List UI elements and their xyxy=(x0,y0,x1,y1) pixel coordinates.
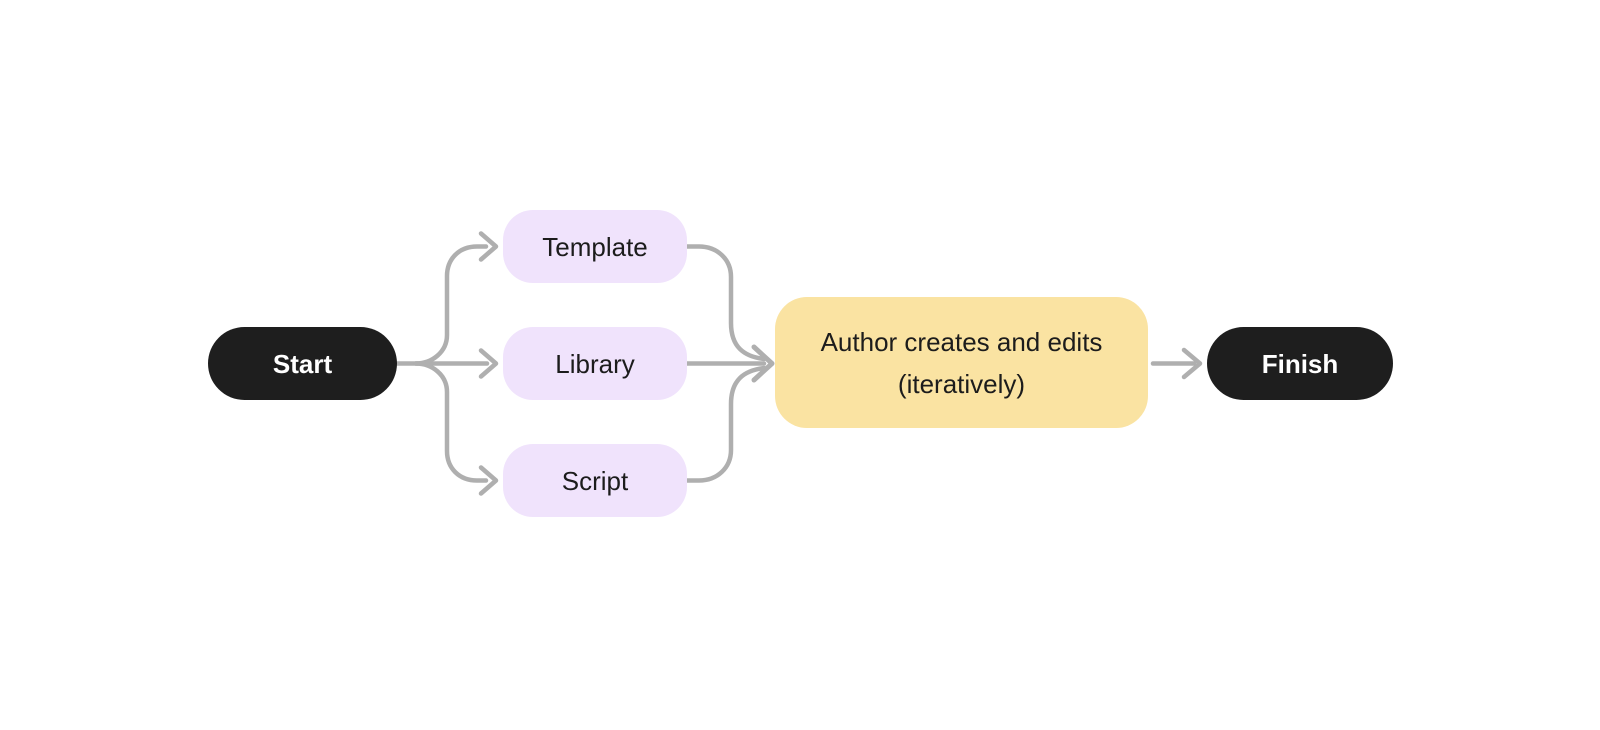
arrowhead-into-library xyxy=(478,348,499,379)
flow-node-start: Start xyxy=(208,327,397,400)
flow-node-finish: Finish xyxy=(1207,327,1393,400)
flow-node-script-label: Script xyxy=(561,465,629,496)
connector-start-to-script xyxy=(413,361,489,483)
connector-start-to-template xyxy=(413,244,489,366)
arrowhead-into-finish xyxy=(1181,347,1203,380)
flow-node-template-label: Template xyxy=(542,231,648,262)
flow-node-finish-label: Finish xyxy=(1261,348,1339,379)
flow-node-author-process-label: Author creates and edits (iteratively) xyxy=(820,326,1103,399)
flow-node-script: Script xyxy=(503,444,687,517)
flow-node-library-label: Library xyxy=(555,348,635,379)
arrowhead-into-script xyxy=(478,465,499,496)
arrowhead-into-template xyxy=(478,231,499,262)
flow-node-template: Template xyxy=(503,210,687,283)
connector-template-to-author xyxy=(684,244,767,362)
flow-node-start-label: Start xyxy=(272,348,333,379)
flow-node-author-process: Author creates and edits (iteratively) xyxy=(775,297,1148,428)
arrowhead-into-author xyxy=(751,344,775,383)
flow-node-library: Library xyxy=(503,327,687,400)
connector-script-to-author xyxy=(684,365,767,483)
